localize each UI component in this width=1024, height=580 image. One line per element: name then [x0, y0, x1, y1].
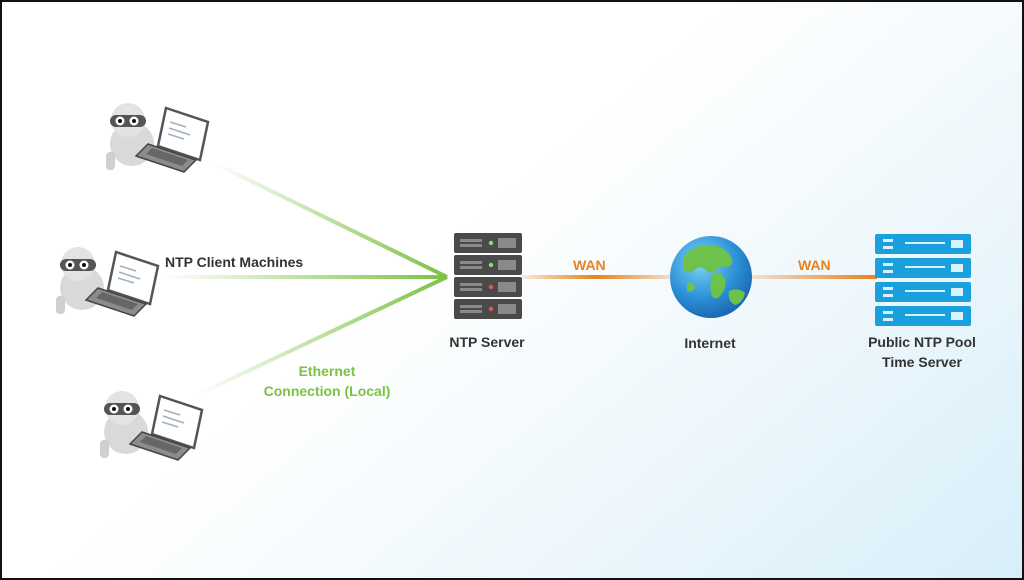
public-ntp-label-line2: Time Server: [882, 354, 962, 370]
public-ntp-label-line1: Public NTP Pool: [868, 334, 976, 350]
robot-laptop-icon: [56, 247, 160, 317]
ethernet-label: Ethernet Connection (Local): [264, 361, 391, 401]
ethernet-label-line2: Connection (Local): [263, 383, 391, 399]
ethernet-link-top: [211, 160, 448, 279]
internet-label: Internet: [684, 335, 736, 351]
robot-laptop-icon: [100, 391, 204, 461]
robot-laptop-icon: [106, 103, 210, 173]
globe-icon: [670, 236, 752, 318]
public-ntp-label: Public NTP Pool Time Server: [868, 332, 976, 372]
wan-left-label: WAN: [573, 257, 606, 273]
server-rack-icon: [454, 233, 522, 319]
ethernet-label-line1: Ethernet: [298, 363, 356, 379]
blue-server-rack-icon: [875, 234, 971, 326]
ntp-server-label: NTP Server: [449, 334, 525, 350]
clients-label: NTP Client Machines: [165, 254, 304, 270]
wan-right-label: WAN: [798, 257, 831, 273]
ethernet-link-bottom: [196, 275, 448, 397]
